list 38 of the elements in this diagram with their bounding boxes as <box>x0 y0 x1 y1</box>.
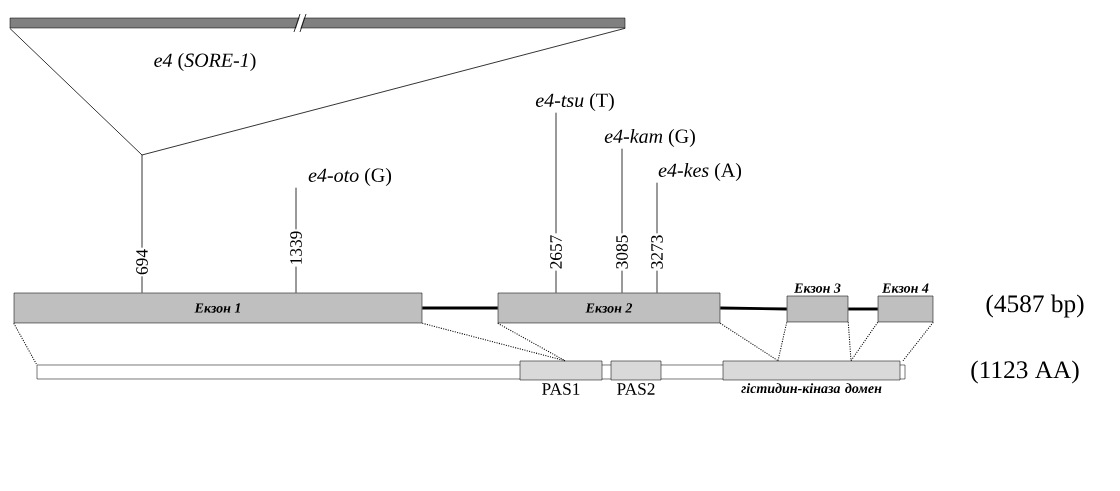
mapping-line <box>13 322 38 366</box>
edge-label: 1339 <box>288 229 304 267</box>
node-label: PAS1 <box>542 383 580 395</box>
intron-line <box>720 306 787 311</box>
edge-label: 694 <box>134 247 150 277</box>
node-label: Екзон 3 <box>794 283 841 293</box>
mutation-label: e4-kes (A) <box>658 162 742 182</box>
exon-box: Екзон 2 <box>497 292 721 324</box>
length-label: (4587 bp) <box>986 294 1084 318</box>
exon-box: Екзон 1 <box>13 292 423 324</box>
node-label: PAS2 <box>617 383 655 395</box>
mutation-label: e4-oto (G) <box>308 167 392 187</box>
exon-box: Екзон 4 <box>877 283 934 323</box>
length-label: (1123 AA) <box>971 360 1079 384</box>
insertion-bar <box>9 13 626 33</box>
leader-line <box>621 148 623 294</box>
mapping-line <box>902 321 934 362</box>
domain-box: PAS1 <box>519 360 603 395</box>
node-label: Екзон 4 <box>882 283 929 293</box>
mapping-line <box>497 322 566 362</box>
intron-line <box>422 306 498 310</box>
intron-line <box>848 307 878 311</box>
insertion-label: e4 (SORE-1) <box>154 52 256 72</box>
mapping-line <box>850 321 879 362</box>
domain-box: PAS2 <box>610 360 662 395</box>
mapping-line <box>847 321 852 362</box>
mapping-line <box>719 322 779 362</box>
leader-line <box>9 27 626 294</box>
mutation-label: e4-kam (G) <box>604 128 695 148</box>
node-label: гістидин-кіназа домен <box>741 383 882 394</box>
domain-box: гістидин-кіназа домен <box>722 360 901 394</box>
exon-box: Екзон 3 <box>786 283 849 323</box>
edge-label: 2657 <box>548 233 564 271</box>
edge-label: 3085 <box>614 233 630 271</box>
mapping-line <box>777 321 788 362</box>
mutation-label: e4-tsu (T) <box>535 92 614 112</box>
leader-line <box>555 112 557 294</box>
edge-label: 3273 <box>649 233 665 271</box>
